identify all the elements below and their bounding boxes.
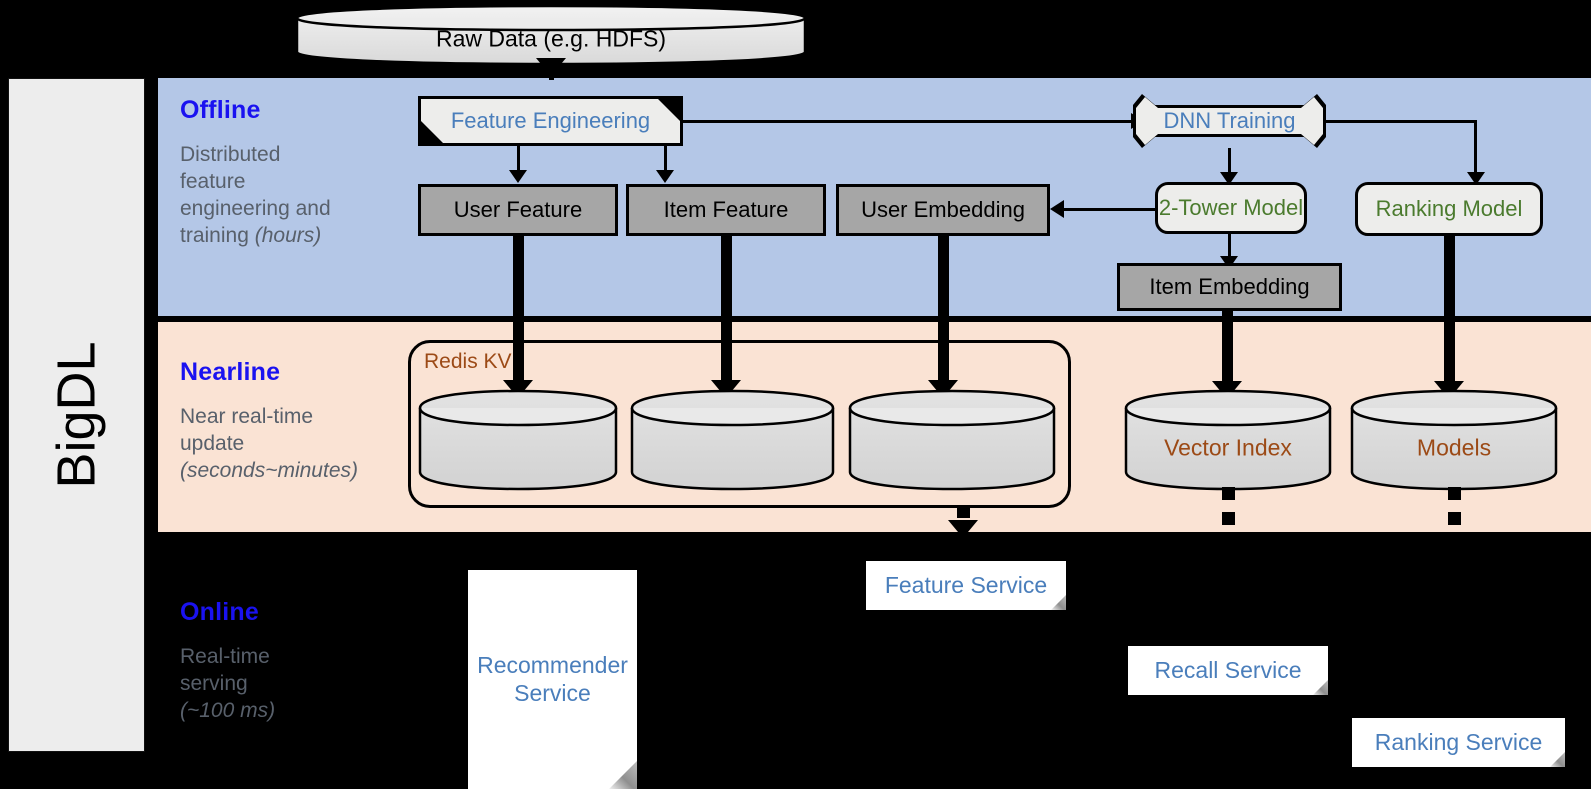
connector-fe-userfeature bbox=[517, 146, 520, 174]
online-title: Online bbox=[180, 598, 259, 626]
item-embedding-node[interactable]: Item Embedding bbox=[1117, 263, 1342, 311]
feature-service-body: Feature Service bbox=[866, 561, 1066, 610]
two-tower-model-label: 2-Tower Model bbox=[1158, 195, 1304, 220]
offline-sub-line-4-text: training bbox=[180, 223, 255, 247]
dnn-training-label: DNN Training bbox=[1163, 108, 1296, 133]
offline-sub-line-4: training (hours) bbox=[180, 223, 395, 250]
online-sub-italic: (~100 ms) bbox=[180, 698, 276, 722]
connector-dnn-twotower bbox=[1228, 148, 1231, 176]
dashed-stub-models-1 bbox=[1448, 487, 1461, 500]
ranking-model-node[interactable]: Ranking Model bbox=[1355, 182, 1543, 236]
ranking-service-card[interactable]: Ranking Service bbox=[1352, 718, 1565, 767]
recommender-service-body: Recommender Service bbox=[468, 570, 637, 789]
dashed-stub-vectorindex-1 bbox=[1222, 487, 1235, 500]
arrowhead-redis-featureservice bbox=[948, 520, 978, 538]
item-feature-node[interactable]: Item Feature bbox=[626, 184, 826, 236]
redis-kv-label: Redis KV bbox=[424, 350, 512, 373]
pipe-itemembedding-vectorindex bbox=[1222, 311, 1233, 389]
arrowhead-rawdata-fe bbox=[536, 58, 566, 76]
feature-engineering-label: Feature Engineering bbox=[450, 108, 651, 133]
bigdl-framework-rail: BigDL bbox=[8, 78, 145, 752]
recall-service-card[interactable]: Recall Service bbox=[1128, 646, 1328, 695]
pipe-itemfeature-redis bbox=[721, 236, 732, 388]
offline-sub-line-1: Distributed bbox=[180, 143, 281, 166]
nearline-sub-italic: (seconds~minutes) bbox=[180, 458, 358, 482]
raw-data-cylinder[interactable]: Raw Data (e.g. HDFS) bbox=[295, 4, 807, 66]
offline-title: Offline bbox=[180, 96, 261, 124]
connector-twotower-userembedding bbox=[1058, 208, 1158, 211]
recommender-service-label-line1: Recommender bbox=[477, 651, 628, 678]
user-feature-node[interactable]: User Feature bbox=[418, 184, 618, 236]
nearline-sub-line-1: Near real-time bbox=[180, 405, 314, 428]
connector-fe-dnn bbox=[683, 120, 1133, 123]
dashed-stub-models-2 bbox=[1448, 512, 1461, 525]
feature-engineering-node[interactable]: Feature Engineering bbox=[418, 96, 683, 146]
item-embedding-label: Item Embedding bbox=[1149, 274, 1310, 299]
recall-service-body: Recall Service bbox=[1128, 646, 1328, 695]
arrowhead-fe-itemfeature bbox=[656, 170, 674, 183]
recommender-service-card[interactable]: Recommender Service bbox=[468, 570, 637, 789]
online-sub-line-1: Real-time bbox=[180, 645, 270, 668]
pipe-rankingmodel-models bbox=[1444, 236, 1455, 389]
nearline-subtitle: Near real-time update (seconds~minutes) bbox=[180, 404, 415, 485]
offline-sub-line-3: engineering and bbox=[180, 196, 331, 220]
bigdl-label: BigDL bbox=[46, 341, 107, 489]
arrowhead-twotower-userembedding bbox=[1050, 200, 1064, 218]
vector-index-cylinder[interactable]: Vector Index bbox=[1124, 388, 1332, 492]
ranking-model-label: Ranking Model bbox=[1375, 196, 1523, 221]
user-feature-store-cylinder[interactable] bbox=[418, 388, 618, 492]
arrowhead-dnn-ranking bbox=[1467, 172, 1485, 185]
dashed-stub-vectorindex-2 bbox=[1222, 512, 1235, 525]
connector-twotower-itememb bbox=[1228, 234, 1231, 260]
online-subtitle: Real-time serving (~100 ms) bbox=[180, 644, 410, 725]
redis-kv-container[interactable] bbox=[408, 340, 1071, 508]
vector-index-label: Vector Index bbox=[1164, 434, 1292, 461]
offline-sub-italic: (hours) bbox=[254, 223, 322, 247]
connector-dnn-ranking-h bbox=[1326, 120, 1477, 123]
arrowhead-dnn-twotower bbox=[1220, 172, 1238, 185]
offline-subtitle: Distributed feature engineering and trai… bbox=[180, 142, 395, 250]
arrowhead-fe-userfeature bbox=[509, 170, 527, 183]
item-feature-store-cylinder[interactable] bbox=[630, 388, 835, 492]
models-label: Models bbox=[1416, 434, 1492, 461]
user-embedding-store-cylinder[interactable] bbox=[848, 388, 1056, 492]
item-feature-label: Item Feature bbox=[663, 197, 789, 222]
two-tower-model-node[interactable]: 2-Tower Model bbox=[1155, 182, 1307, 234]
user-feature-label: User Feature bbox=[453, 197, 583, 222]
offline-sub-line-2: feature bbox=[180, 169, 246, 193]
connector-dnn-ranking-v bbox=[1474, 120, 1477, 176]
ranking-service-label: Ranking Service bbox=[1374, 728, 1543, 755]
models-cylinder[interactable]: Models bbox=[1350, 388, 1558, 492]
feature-service-label: Feature Service bbox=[884, 571, 1048, 598]
recall-service-label: Recall Service bbox=[1154, 656, 1302, 683]
recommender-service-label-line2: Service bbox=[514, 679, 591, 706]
ranking-service-body: Ranking Service bbox=[1352, 718, 1565, 767]
feature-engineering-body: Feature Engineering bbox=[421, 99, 680, 143]
connector-fe-itemfeature bbox=[664, 146, 667, 174]
nearline-sub-line-2: update bbox=[180, 431, 245, 455]
dashed-stub-redis-featureservice bbox=[957, 505, 970, 518]
pipe-userfeature-redis bbox=[513, 236, 524, 388]
online-sub-line-2: serving bbox=[180, 671, 248, 695]
user-embedding-label: User Embedding bbox=[861, 197, 1025, 222]
raw-data-label: Raw Data (e.g. HDFS) bbox=[435, 25, 667, 52]
user-embedding-node[interactable]: User Embedding bbox=[836, 184, 1050, 236]
feature-service-card[interactable]: Feature Service bbox=[866, 561, 1066, 610]
pipe-userembedding-redis bbox=[938, 236, 949, 388]
nearline-title: Nearline bbox=[180, 358, 281, 386]
